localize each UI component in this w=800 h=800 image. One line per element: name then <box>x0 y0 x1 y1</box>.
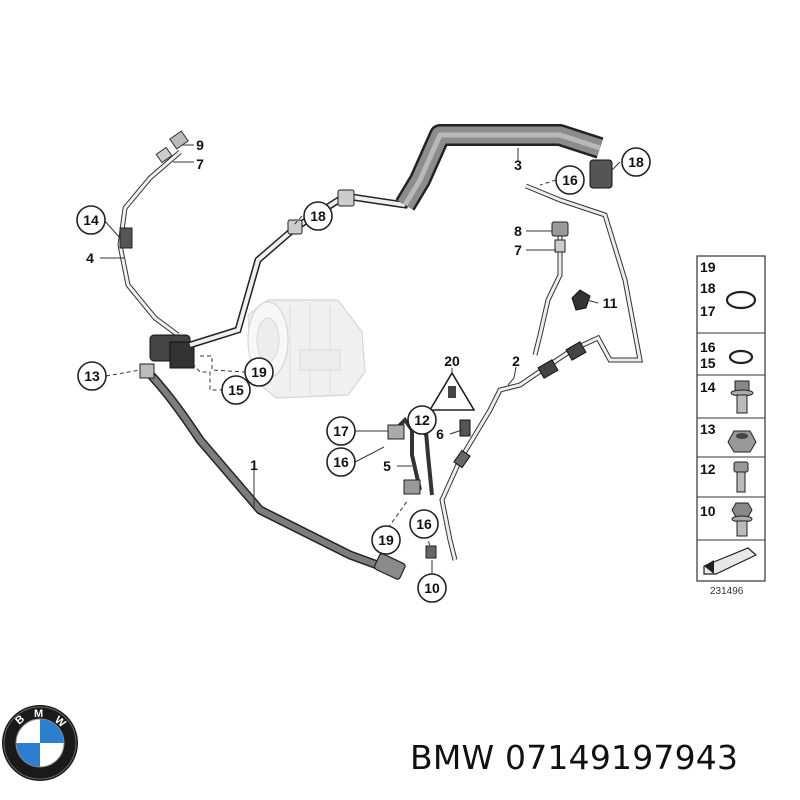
bmw-logo: B M W <box>2 705 78 781</box>
legend-label: 19 <box>700 259 716 275</box>
callout-3: 3 <box>514 157 522 173</box>
callout-label: 11 <box>603 295 618 311</box>
direction-arrow-icon <box>703 547 758 575</box>
callout-label: 16 <box>333 454 349 470</box>
callout-label: 5 <box>383 458 391 474</box>
callout-20: 20 <box>444 353 460 369</box>
callout-16: 16 <box>555 165 585 195</box>
callout-group: 9 7 14 4 13 19 15 1 18 3 18 16 8 7 11 20 2 17 12 6 16 5 16 19 10 <box>76 137 651 603</box>
callout-label: 6 <box>436 426 444 442</box>
part-number-caption: BMW 07149197943 <box>410 738 739 777</box>
callout-label: 1 <box>250 457 258 473</box>
callout-label: 3 <box>514 157 522 173</box>
svg-text:M: M <box>34 708 43 720</box>
callout-2: 2 <box>512 353 520 369</box>
callout-label: 10 <box>424 580 440 596</box>
callout-label: 19 <box>251 364 267 380</box>
callout-17: 17 <box>326 416 356 446</box>
callout-label: 20 <box>444 353 460 369</box>
figure-number: 231496 <box>710 586 744 597</box>
callout-16: 16 <box>326 447 356 477</box>
legend-label: 14 <box>700 379 716 395</box>
legend-label: 15 <box>700 355 716 371</box>
callout-11: 11 <box>603 295 618 311</box>
callout-7: 7 <box>196 156 204 172</box>
hex-screw-icon <box>731 502 753 537</box>
callout-label: 16 <box>562 172 578 188</box>
legend-label: 16 <box>700 339 716 355</box>
warning-triangle-icon <box>428 371 476 437</box>
parts-legend: 19 18 17 16 15 14 13 12 10 <box>696 255 766 597</box>
callout-label: 2 <box>512 353 520 369</box>
legend-label: 12 <box>700 461 716 477</box>
callout-18: 18 <box>621 147 651 177</box>
callout-label: 12 <box>414 412 430 428</box>
callout-label: 7 <box>196 156 204 172</box>
callout-19: 19 <box>371 525 401 555</box>
callout-6: 6 <box>436 426 444 442</box>
hex-nut-icon <box>727 430 757 453</box>
legend-label: 10 <box>700 503 716 519</box>
o-ring-small-icon <box>728 349 754 365</box>
flange-bolt-icon <box>730 380 754 414</box>
callout-9: 9 <box>196 137 204 153</box>
hose-3 <box>188 124 613 349</box>
callout-14: 14 <box>76 205 106 235</box>
callout-label: 15 <box>228 382 244 398</box>
callout-16: 16 <box>409 509 439 539</box>
callout-label: 16 <box>416 516 432 532</box>
callout-10: 10 <box>417 573 447 603</box>
callout-13: 13 <box>77 361 107 391</box>
compressor-illustration <box>247 299 366 399</box>
hose-1 <box>139 363 406 580</box>
callout-label: 18 <box>310 208 326 224</box>
legend-label: 17 <box>700 303 716 319</box>
callout-8: 8 <box>514 223 522 239</box>
callout-label: 14 <box>83 212 99 228</box>
callout-label: 19 <box>378 532 394 548</box>
callout-label: 13 <box>84 368 100 384</box>
legend-label: 18 <box>700 280 716 296</box>
callout-18: 18 <box>303 201 333 231</box>
legend-label: 13 <box>700 421 716 437</box>
callout-label: 17 <box>333 423 349 439</box>
callout-5: 5 <box>383 458 391 474</box>
callout-label: 9 <box>196 137 204 153</box>
callout-label: 4 <box>86 250 94 266</box>
hose-2 <box>439 183 644 561</box>
callout-7: 7 <box>514 242 522 258</box>
callout-12: 12 <box>407 405 437 435</box>
callout-label: 8 <box>514 223 522 239</box>
callout-label: 7 <box>514 242 522 258</box>
leader-lines <box>100 144 621 574</box>
callout-15: 15 <box>221 375 251 405</box>
callout-1: 1 <box>250 457 258 473</box>
o-ring-large-icon <box>725 290 757 310</box>
hose-4 <box>117 130 195 369</box>
callout-label: 18 <box>628 154 644 170</box>
socket-screw-icon <box>733 461 749 493</box>
callout-19: 19 <box>244 357 274 387</box>
hose-8-7-branch <box>532 221 591 356</box>
callout-4: 4 <box>86 250 94 266</box>
